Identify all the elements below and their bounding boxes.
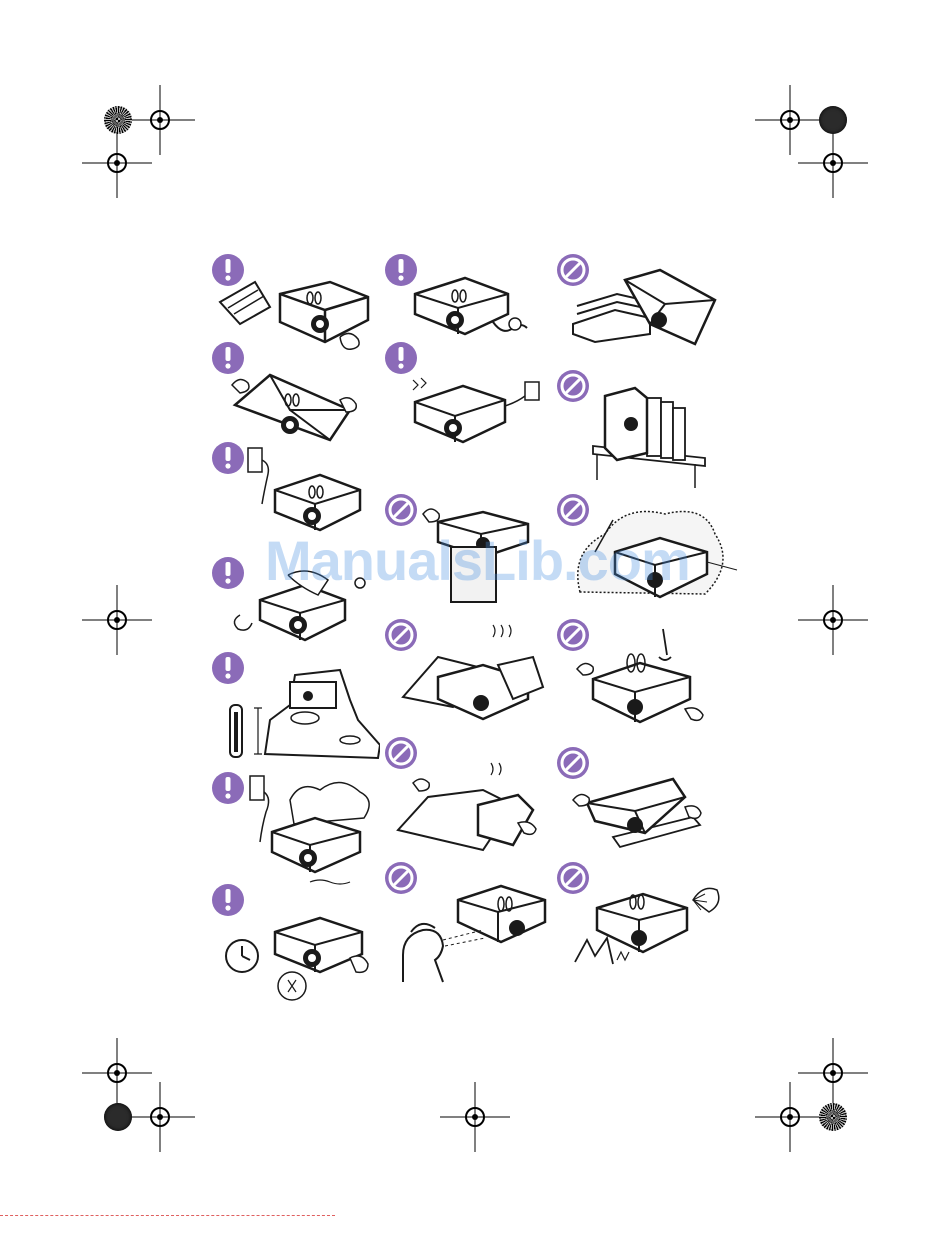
dark-swatch-icon bbox=[819, 106, 847, 134]
illustration-looking-into-lens bbox=[383, 860, 543, 970]
illustration-on-end bbox=[555, 368, 715, 478]
illustration-carrying bbox=[210, 340, 370, 450]
crosshair-icon bbox=[798, 128, 868, 198]
illustration-heat-fan bbox=[555, 860, 715, 970]
illustration-outlet-cloud bbox=[210, 770, 370, 880]
watermark-text: ManualsLib.com bbox=[265, 528, 690, 593]
illustration-cloth-cover bbox=[383, 735, 543, 845]
crosshair-icon bbox=[798, 1038, 868, 1108]
illustration-altitude bbox=[210, 650, 370, 760]
starburst-swatch-icon bbox=[819, 1103, 847, 1131]
crosshair-icon bbox=[82, 585, 152, 655]
illustration-on-books bbox=[555, 252, 715, 362]
illustration-tilted bbox=[555, 745, 715, 855]
crosshair-icon bbox=[82, 128, 152, 198]
starburst-swatch-icon bbox=[104, 106, 132, 134]
crosshair-icon bbox=[440, 1082, 510, 1152]
dark-swatch-icon bbox=[104, 1103, 132, 1131]
illustration-pillows bbox=[383, 617, 543, 727]
illustration-liquid-on-top bbox=[555, 617, 715, 727]
crosshair-icon bbox=[125, 1082, 195, 1152]
illustration-clock bbox=[210, 882, 370, 992]
illustration-adapter bbox=[383, 340, 543, 450]
trim-line bbox=[0, 1215, 335, 1216]
crosshair-icon bbox=[798, 585, 868, 655]
